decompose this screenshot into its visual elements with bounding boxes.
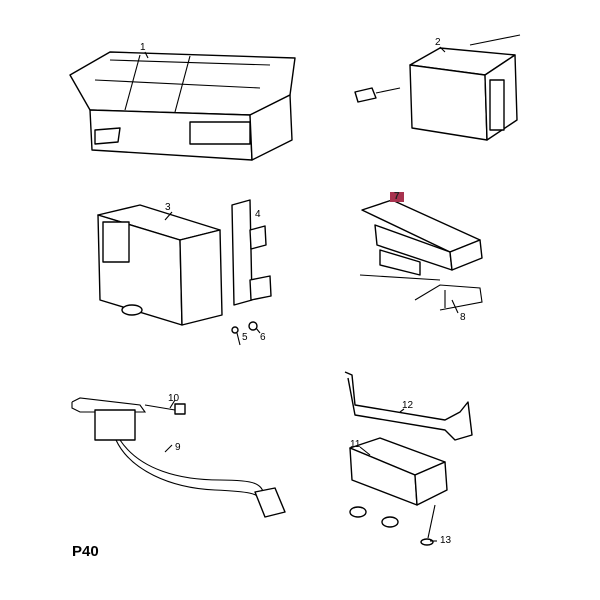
part-label-3: 3 <box>165 202 171 213</box>
part-11-box <box>349 437 448 528</box>
part-8-bracket <box>414 284 483 311</box>
part-label-11: 11 <box>350 439 361 450</box>
part-3-control-unit <box>97 204 223 326</box>
part-label-9: 9 <box>175 442 181 453</box>
part-label-10: 10 <box>168 393 180 404</box>
part-13-screw <box>420 504 436 546</box>
part-label-4: 4 <box>255 209 261 220</box>
part-label-2: 2 <box>435 37 441 48</box>
part-2-module <box>354 34 521 141</box>
part-label-7-highlighted: 7 <box>390 192 404 202</box>
part-label-5: 5 <box>242 332 248 343</box>
part-label-8: 8 <box>460 312 466 323</box>
part-9-sensor-harness <box>71 397 286 518</box>
page-code: P40 <box>72 543 99 560</box>
part-1-control-unit <box>69 51 296 161</box>
part-7-ignition-module <box>359 199 483 281</box>
leader-lines <box>144 46 459 542</box>
part-label-13: 13 <box>440 535 452 546</box>
part-label-6: 6 <box>260 332 266 343</box>
part-12-bracket <box>344 371 473 441</box>
part-10-screw <box>144 403 186 415</box>
part-label-12: 12 <box>402 400 414 411</box>
part-label-1: 1 <box>140 42 146 53</box>
part-4-bracket <box>231 199 272 334</box>
